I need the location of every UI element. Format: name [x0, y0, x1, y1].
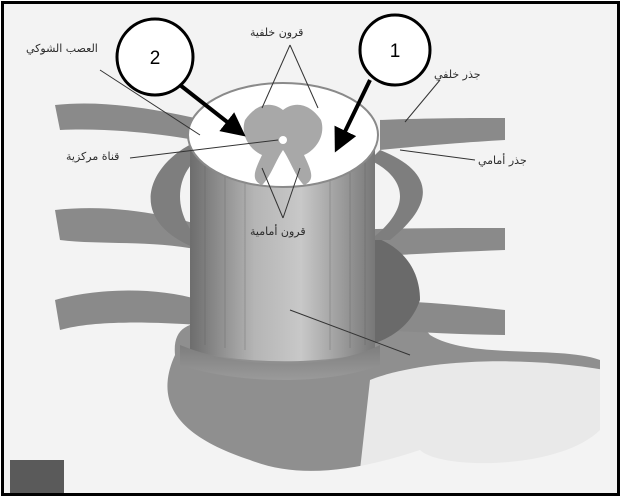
corner-box — [10, 460, 64, 493]
marker-1: 1 — [360, 15, 430, 85]
white-fade-region — [360, 361, 605, 470]
svg-text:1: 1 — [390, 41, 401, 62]
label-ventral-root: جذر أمامي — [478, 154, 527, 167]
label-dorsal-root: جذر خلفي — [434, 68, 481, 81]
central-canal — [279, 136, 287, 144]
marker-2: 2 — [117, 19, 193, 95]
svg-text:2: 2 — [150, 48, 161, 69]
label-ventral-horns: قرون أمامية — [250, 225, 306, 238]
root-fibers-right — [370, 150, 423, 240]
label-spinal-nerve: العصب الشوكي — [26, 42, 98, 55]
spinal-nerve-lower-left — [55, 291, 200, 330]
spinal-nerve-upper-right — [380, 118, 505, 150]
spinal-nerve-upper-left — [55, 103, 195, 140]
label-central-canal: قناة مركزية — [66, 150, 119, 163]
label-dorsal-horns: قرون خلفية — [250, 26, 303, 39]
